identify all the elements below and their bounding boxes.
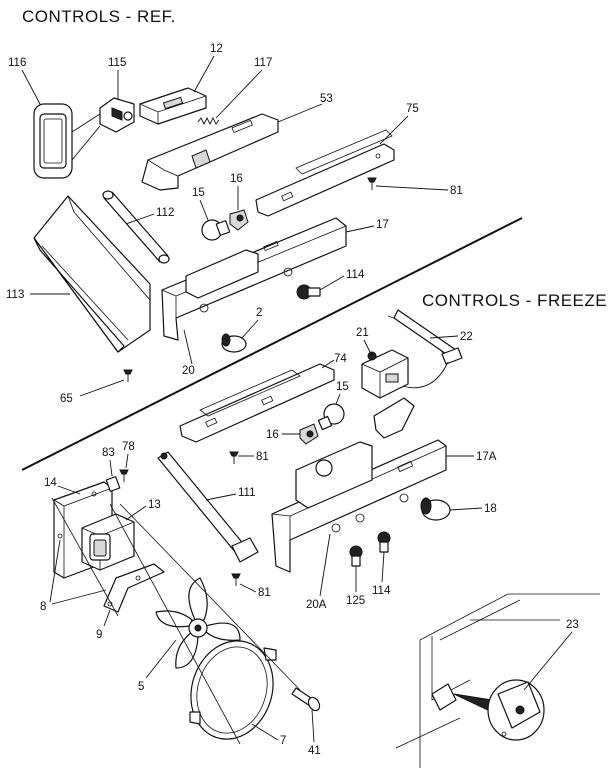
callout-17: 17 [376,219,389,231]
callout-21: 21 [356,327,369,339]
callout-74: 74 [334,353,347,365]
assembly-line [119,503,301,691]
part-75-bracket [255,129,395,217]
callout-81-a: 81 [450,185,463,197]
callout-8: 8 [40,601,46,613]
part-112-rod [102,190,170,264]
callout-15-a: 15 [192,187,205,199]
part-17-control-housing [161,217,347,341]
part-41-screw [291,687,321,712]
part-81-screw-c [231,573,241,586]
assembly-line [51,497,119,617]
part-117-spring [197,116,220,126]
part-114-knob-a [296,284,321,300]
part-15-bulb-a [201,219,231,241]
callout-83: 83 [102,447,115,459]
callout-20A: 20A [306,599,327,611]
part-113-louver [33,195,151,353]
callout-14: 14 [44,477,57,489]
part-17A-control-housing [271,397,447,573]
callout-9: 9 [96,629,102,641]
part-16-lamp-holder-a [229,209,249,231]
section-divider [21,217,523,471]
callout-23: 23 [566,619,579,631]
part-9-mount-bracket [103,563,165,613]
callout-114-a: 114 [346,269,365,281]
title-controls-freezer: CONTROLS - FREEZER [422,291,608,310]
callout-65: 65 [60,393,73,405]
part-65-screw [123,369,133,382]
callout-16-b: 16 [266,429,279,441]
part-81-screw-a [367,177,377,190]
callout-116: 116 [8,57,26,69]
callout-20: 20 [182,365,195,377]
callout-5: 5 [138,681,144,693]
part-111-rod [157,451,259,563]
callout-81-b: 81 [256,451,269,463]
part-12-switch [139,87,207,125]
callout-7: 7 [280,735,286,747]
callout-113: 113 [6,289,24,301]
part-116-lamp-lens [33,103,101,179]
part-5-fan-blade [155,577,241,669]
part-16-lamp-holder-b [299,423,319,445]
part-53-cover [141,113,279,191]
title-controls-ref: CONTROLS - REF. [22,7,176,26]
part-13-fan-motor [81,513,135,571]
callout-78: 78 [122,441,135,453]
part-15-bulb-b [317,403,345,431]
part-78-screw [119,469,129,482]
callout-22: 22 [460,331,473,343]
callout-125: 125 [346,595,365,607]
part-114-knob-b [377,531,391,553]
part-2-knob [221,333,247,353]
part-125-knob [349,545,363,567]
callout-2: 2 [256,307,262,319]
callout-13: 13 [148,499,161,511]
callout-81-c: 81 [258,587,271,599]
part-22-sensor-tube [387,309,463,389]
assembly-line [109,503,241,745]
part-83-clip [105,476,121,492]
part-18-knob [420,497,451,521]
callout-18: 18 [484,503,497,515]
part-74-bracket [179,363,335,443]
part-115-lamp-socket [99,97,135,133]
part-23-inset-cabinet [395,593,600,768]
part-81-screw-b [229,451,239,464]
callout-53: 53 [320,93,333,105]
callout-111: 111 [238,487,255,499]
part-7-fan-shroud [189,640,277,740]
callout-12: 12 [210,43,223,55]
part-21-thermostat [361,349,409,399]
callout-41: 41 [308,745,321,757]
callout-75: 75 [406,103,419,115]
callout-115: 115 [108,57,126,69]
callout-117: 117 [254,57,272,69]
callout-15-b: 15 [336,381,349,393]
callout-114-b: 114 [372,585,391,597]
callout-17A: 17A [476,451,497,463]
callout-112: 112 [156,207,174,219]
callout-16-a: 16 [230,173,243,185]
